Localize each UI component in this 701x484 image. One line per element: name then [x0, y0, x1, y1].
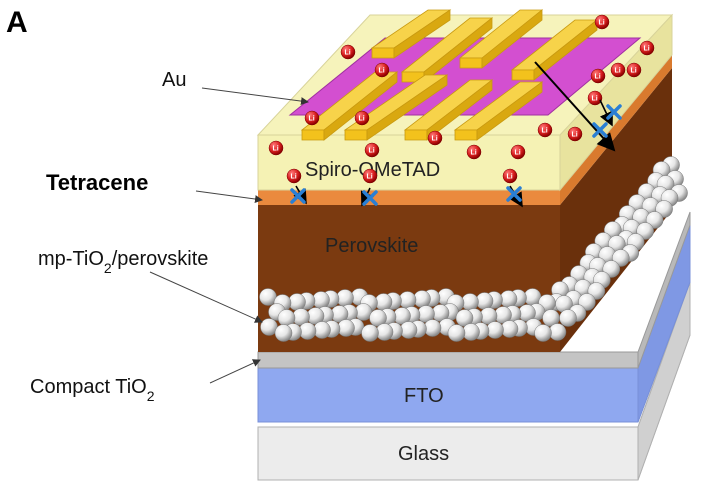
li-ion: Li	[362, 168, 378, 184]
svg-text:Li: Li	[309, 116, 315, 123]
svg-text:Li: Li	[273, 146, 279, 153]
li-diffusion-arrow	[534, 61, 616, 152]
glass-layer: Glass	[257, 281, 691, 481]
nanoparticle-sphere	[447, 324, 466, 342]
li-ion: Li	[354, 110, 370, 126]
gold-finger	[400, 17, 494, 83]
svg-text:Li: Li	[369, 148, 375, 155]
tetracene-callout: Tetracene	[46, 170, 263, 204]
compact-tio2-callout: Compact TiO2	[30, 359, 261, 404]
svg-text:Li: Li	[592, 96, 598, 103]
li-ion: Li	[340, 44, 356, 60]
svg-text:Li: Li	[572, 132, 578, 139]
li-ion: Li	[286, 168, 302, 184]
svg-text:Li: Li	[615, 68, 621, 75]
fto-label: FTO	[404, 385, 444, 407]
compact-tio2-label: Compact TiO2	[30, 376, 155, 404]
nanoparticle-sphere	[274, 324, 293, 342]
li-ion: Li	[594, 14, 610, 30]
gold-finger	[458, 9, 544, 69]
gold-finger	[403, 79, 494, 141]
svg-text:Li: Li	[471, 150, 477, 157]
gold-finger	[300, 71, 399, 141]
li-ion: Li	[587, 90, 603, 106]
svg-text:Li: Li	[595, 74, 601, 81]
li-ion: Li	[466, 144, 482, 160]
fto-layer: FTO	[257, 224, 691, 423]
nanoparticle-sphere	[361, 324, 379, 342]
li-ion: Li	[268, 140, 284, 156]
svg-text:Li: Li	[644, 46, 650, 53]
blocking-cross	[290, 188, 306, 204]
li-ion: Li	[502, 168, 518, 184]
li-ion: Li	[610, 62, 626, 78]
panel-letter: A	[6, 6, 28, 39]
blue-crosses	[290, 104, 622, 206]
svg-text:Li: Li	[345, 50, 351, 57]
mp-tio2-callout: mp-TiO2/perovskite	[38, 248, 263, 323]
gold-finger	[453, 81, 544, 141]
svg-text:Li: Li	[367, 174, 373, 181]
tio2-nanoparticles	[259, 156, 688, 342]
tetracene-layer	[258, 55, 672, 205]
tetracene-label: Tetracene	[46, 170, 148, 195]
li-ion: Li	[626, 62, 642, 78]
li-ion: Li	[639, 40, 655, 56]
nanoparticle-sphere	[534, 324, 552, 342]
nanoparticle-sphere	[559, 309, 577, 327]
svg-text:Li: Li	[359, 116, 365, 123]
li-ion: Li	[364, 142, 380, 158]
li-ion: Li	[304, 110, 320, 126]
glass-label: Glass	[398, 443, 449, 465]
svg-text:Li: Li	[515, 150, 521, 157]
svg-text:Li: Li	[291, 174, 297, 181]
li-ion: Li	[567, 126, 583, 142]
au-label: Au	[162, 69, 186, 91]
li-ion: Li	[590, 68, 606, 84]
li-ion: Li	[427, 130, 443, 146]
svg-text:Li: Li	[631, 68, 637, 75]
perovskite-label: Perovskite	[325, 235, 418, 257]
svg-text:Li: Li	[507, 174, 513, 181]
blocking-cross	[592, 122, 608, 138]
li-ion: Li	[510, 144, 526, 160]
svg-text:Li: Li	[599, 20, 605, 27]
gold-finger	[343, 74, 449, 141]
blocking-cross	[506, 186, 522, 202]
mp-tio2-label: mp-TiO2/perovskite	[38, 248, 208, 276]
gold-finger	[370, 9, 452, 59]
blocking-cross	[606, 104, 622, 120]
svg-text:Li: Li	[542, 128, 548, 135]
au-callout: Au	[162, 69, 309, 106]
li-ion: Li	[374, 62, 390, 78]
li-ion: Li	[537, 122, 553, 138]
svg-text:Li: Li	[432, 136, 438, 143]
blocking-cross	[362, 190, 378, 206]
svg-text:Li: Li	[379, 68, 385, 75]
gold-electrodes	[300, 9, 599, 141]
compact-tio2-layer	[257, 211, 691, 369]
